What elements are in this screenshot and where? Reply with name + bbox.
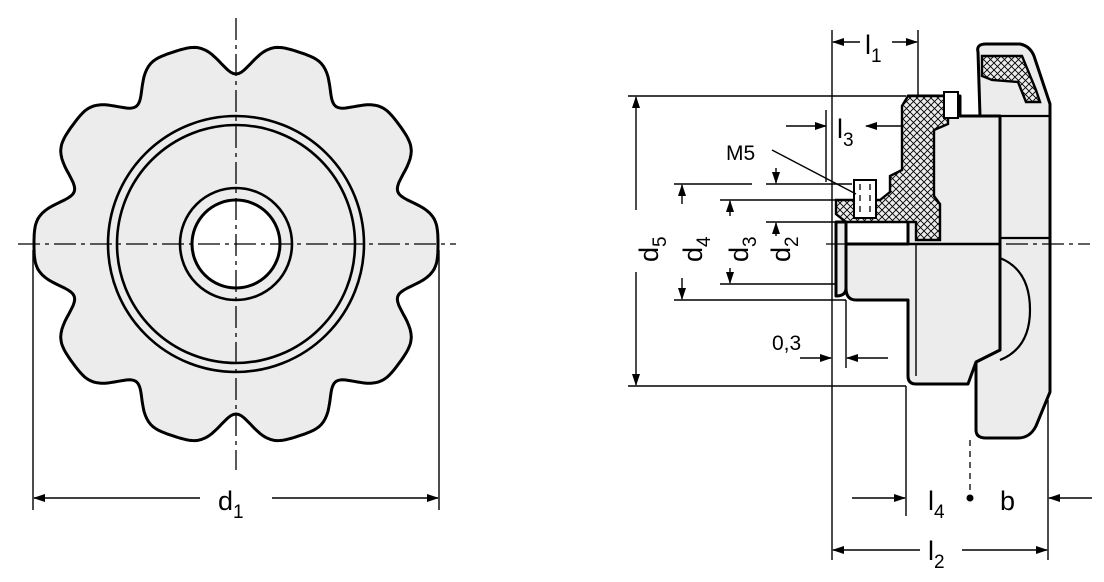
gap-label: 0,3 (772, 332, 801, 355)
l4-label: l4 (928, 486, 945, 523)
grub-screw-top (943, 91, 959, 119)
set-screw (853, 179, 877, 219)
d3-label: d3 (724, 236, 761, 262)
d1-label: d1 (218, 486, 244, 523)
l3-label: l3 (837, 114, 854, 151)
l1-label: l1 (865, 30, 882, 67)
hub-hatched-section (834, 94, 950, 242)
center-point-dot (966, 494, 974, 502)
m5-leader (771, 149, 857, 195)
front-view: d1 (18, 18, 456, 523)
m5-label: M5 (726, 142, 755, 165)
d4-label: d4 (678, 236, 715, 262)
d2-label: d2 (766, 236, 803, 262)
rim-hatched-section (980, 54, 1042, 104)
side-view: l1 l3 M5 d5 d4 d3 (628, 30, 1092, 573)
b-label: b (1000, 486, 1015, 516)
l2-label: l2 (928, 536, 945, 573)
d5-label: d5 (634, 236, 671, 262)
knob-rim-profile (974, 42, 1052, 440)
bushing-spigot (834, 220, 848, 298)
